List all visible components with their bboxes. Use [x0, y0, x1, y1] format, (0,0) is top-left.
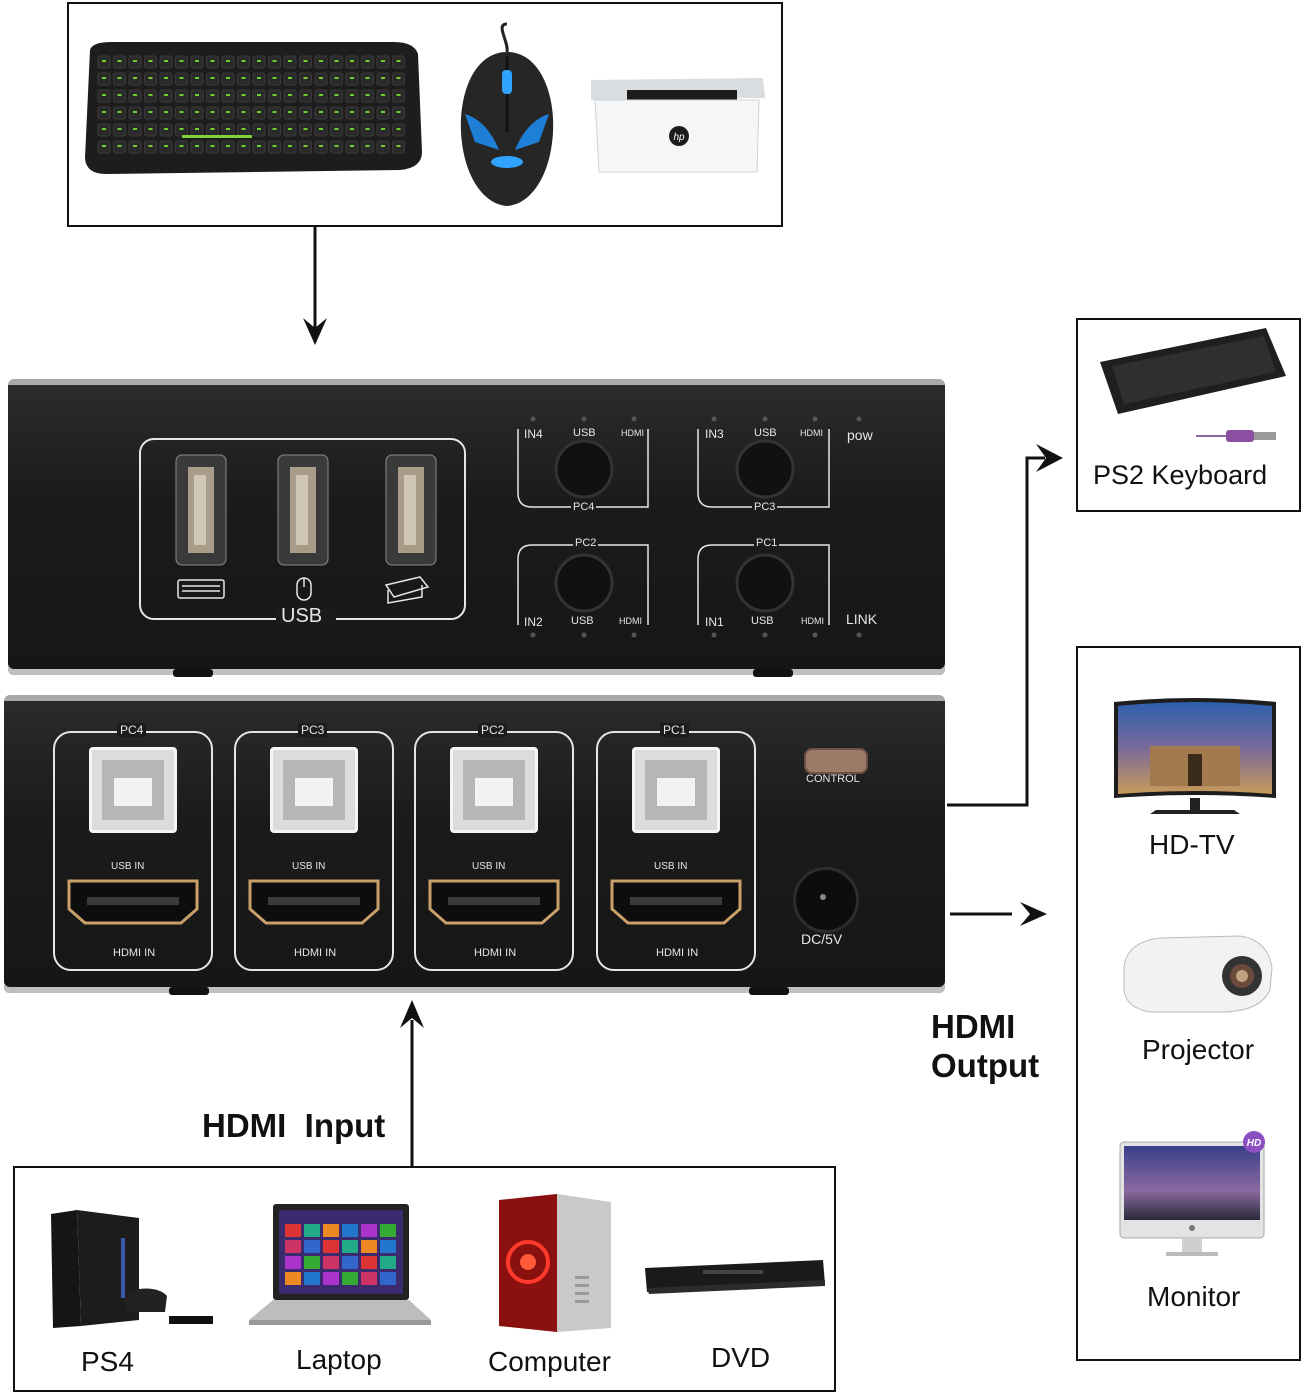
control-port	[804, 748, 868, 774]
pc3-label: PC3	[752, 501, 778, 513]
in4-label: IN4	[524, 427, 543, 441]
laptop-image	[247, 1202, 433, 1328]
ps2-keyboard-image	[1096, 326, 1288, 416]
port-module-label: PC3	[298, 723, 328, 737]
usb-in-label: USB IN	[654, 861, 688, 872]
link-label: LINK	[846, 611, 878, 627]
hdmi-in-label: HDMI IN	[113, 947, 156, 959]
kvm-feet	[749, 987, 789, 995]
usb-b-port	[270, 747, 358, 833]
kvm-front-panel: USB IN4 USB HDMI PC4 IN3 USB HDMI PC3 po…	[8, 379, 945, 677]
hdmi-label: HDMI	[621, 428, 644, 438]
hdmi-label: HDMI	[800, 428, 823, 438]
pc1-label: PC1	[754, 537, 780, 549]
input-label-computer: Computer	[488, 1346, 611, 1377]
in1-label: IN1	[705, 615, 724, 629]
hdmi-label: HDMI	[801, 616, 824, 626]
usb-port-mouse	[277, 454, 329, 566]
pc1-select-button[interactable]	[735, 553, 795, 613]
input-label-laptop: Laptop	[296, 1344, 382, 1375]
output-label-projector: Projector	[1142, 1034, 1255, 1065]
hdmi-input-heading: HDMI Input	[202, 1107, 386, 1144]
ps2-connector-icon	[1196, 428, 1280, 444]
keyboard-icon	[177, 579, 225, 599]
hdmi-label: HDMI	[619, 616, 642, 626]
hdmi-output-box: HD-TV Projector HD Monitor	[1076, 646, 1301, 1361]
usb-group-label: USB	[281, 605, 323, 627]
keyboard-image	[82, 40, 424, 180]
projector-image	[1120, 932, 1274, 1016]
dvd-image	[643, 1258, 827, 1298]
hdtv-image	[1110, 698, 1280, 818]
pow-label: pow	[847, 427, 873, 443]
usb-label: USB	[571, 615, 594, 627]
hdmi-output-heading-line1: HDMI	[931, 1008, 1016, 1045]
svg-text:hp: hp	[673, 132, 685, 143]
usb-port-keyboard	[175, 454, 227, 566]
usb-label: USB	[754, 427, 777, 439]
port-module-label: PC1	[660, 723, 690, 737]
kvm-feet	[169, 987, 209, 995]
input-label-ps4: PS4	[81, 1346, 134, 1377]
power-label: DC/5V	[801, 931, 843, 947]
usb-in-label: USB IN	[472, 861, 506, 872]
input-label-dvd: DVD	[711, 1342, 771, 1373]
printer-image: hp	[587, 70, 769, 180]
power-jack	[793, 867, 859, 933]
ps4-image	[47, 1208, 215, 1332]
port-module-label: PC4	[117, 723, 147, 737]
usb-label: USB	[751, 615, 774, 627]
pc4-select-button[interactable]	[554, 439, 614, 499]
mouse-image	[455, 22, 559, 212]
ps2-keyboard-box: PS2 Keyboard	[1076, 318, 1301, 512]
computer-image	[495, 1192, 613, 1334]
kvm-feet	[753, 669, 793, 677]
in2-label: IN2	[524, 615, 543, 629]
hdmi-port	[608, 877, 744, 927]
control-label: CONTROL	[806, 773, 860, 785]
pc4-label: PC4	[571, 501, 597, 513]
power-jack-pin	[820, 894, 826, 900]
usb-b-port	[632, 747, 720, 833]
usb-b-port	[450, 747, 538, 833]
kvm-feet	[173, 669, 213, 677]
svg-text:HD: HD	[1247, 1138, 1261, 1149]
output-label-hdtv: HD-TV	[1149, 829, 1235, 860]
output-label-monitor: Monitor	[1147, 1281, 1241, 1312]
usb-in-label: USB IN	[292, 861, 326, 872]
pc2-select-button[interactable]	[554, 553, 614, 613]
hdmi-in-label: HDMI IN	[474, 947, 517, 959]
pc2-label: PC2	[573, 537, 599, 549]
hdmi-port	[65, 877, 201, 927]
pc3-select-button[interactable]	[735, 439, 795, 499]
usb-b-port	[89, 747, 177, 833]
hdmi-input-box: PS4 Laptop Computer DVD	[13, 1166, 836, 1392]
hdmi-port	[246, 877, 382, 927]
usb-devices-box: hp	[67, 2, 783, 227]
monitor-image: HD	[1118, 1130, 1268, 1260]
hdmi-in-label: HDMI IN	[294, 947, 337, 959]
ps2-keyboard-label: PS2 Keyboard	[1093, 460, 1268, 490]
hdmi-in-label: HDMI IN	[656, 947, 699, 959]
printer-icon	[384, 576, 430, 604]
port-module-label: PC2	[478, 723, 508, 737]
usb-label: USB	[573, 427, 596, 439]
usb-port-printer	[385, 454, 437, 566]
hdmi-port	[426, 877, 562, 927]
mouse-icon	[296, 577, 312, 601]
hdmi-output-heading-line2: Output	[931, 1047, 1040, 1084]
in3-label: IN3	[705, 427, 724, 441]
usb-in-label: USB IN	[111, 861, 145, 872]
